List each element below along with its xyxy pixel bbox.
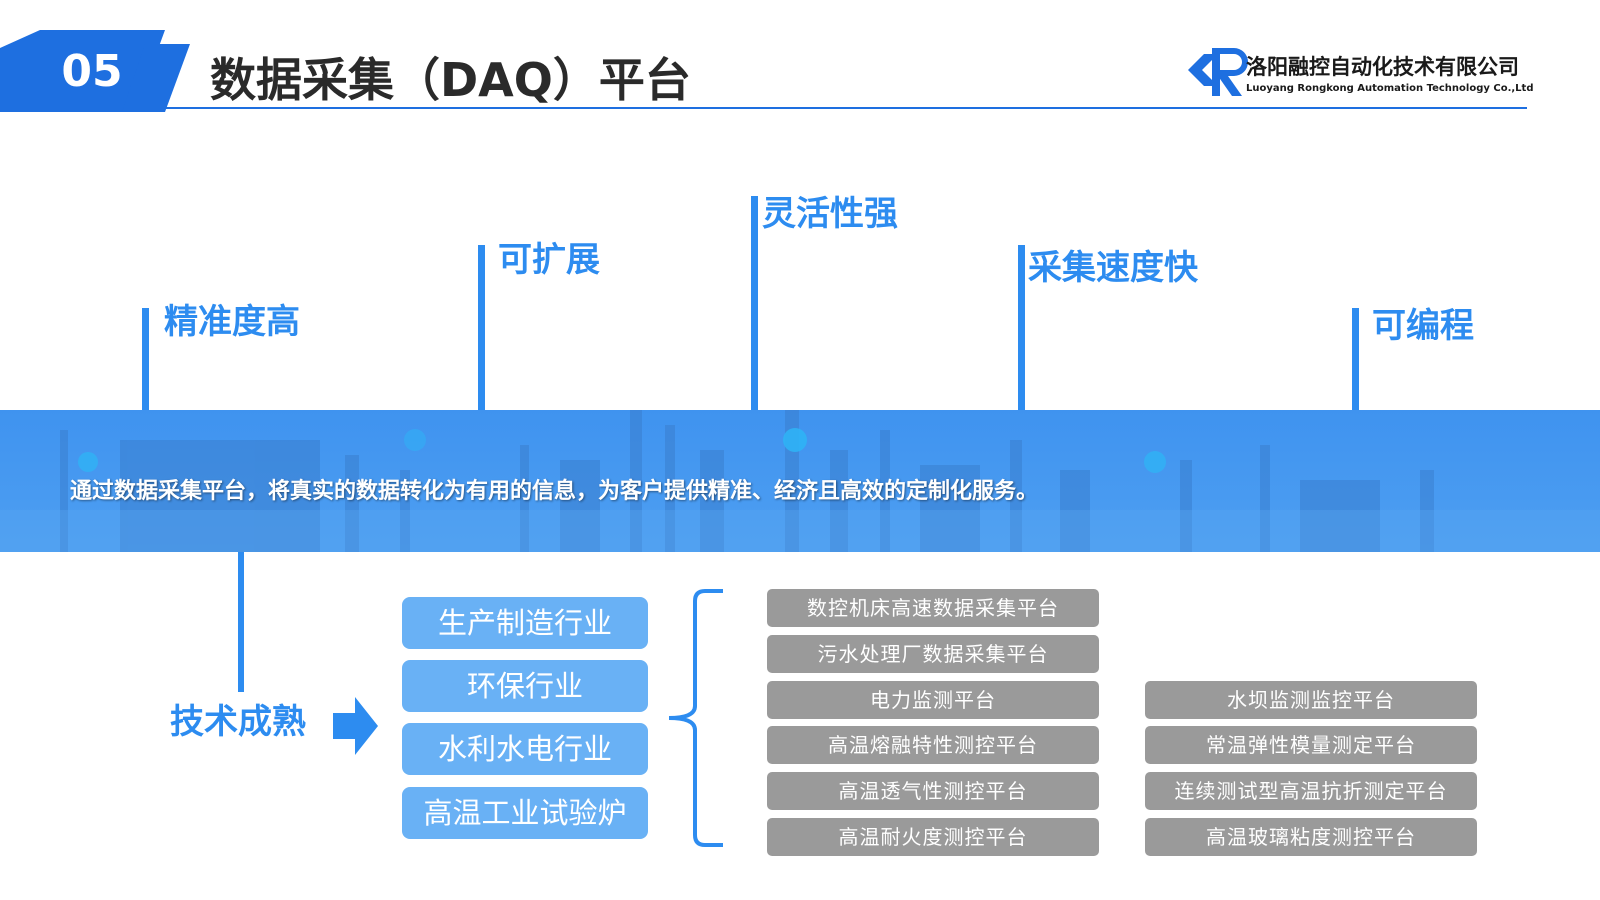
header-divider xyxy=(162,107,1527,109)
industry-manufacturing: 生产制造行业 xyxy=(402,597,648,649)
platform-glass-viscosity: 高温玻璃粘度测控平台 xyxy=(1145,818,1477,856)
company-logo-icon xyxy=(1188,48,1248,96)
platform-elastic-modulus: 常温弹性模量测定平台 xyxy=(1145,726,1477,764)
arrow-right-icon xyxy=(333,697,378,755)
feature-label-programmable: 可编程 xyxy=(1372,306,1474,346)
industry-environmental: 环保行业 xyxy=(402,660,648,712)
platform-power-monitoring: 电力监测平台 xyxy=(767,681,1099,719)
industry-high-temp-furnace: 高温工业试验炉 xyxy=(402,787,648,839)
section-number: 05 xyxy=(61,46,123,97)
feature-label-precision: 精准度高 xyxy=(164,302,300,342)
section-number-badge xyxy=(0,30,190,112)
platform-flexural-strength: 连续测试型高温抗折测定平台 xyxy=(1145,772,1477,810)
platform-melting-characteristics: 高温熔融特性测控平台 xyxy=(767,726,1099,764)
banner-description: 通过数据采集平台，将真实的数据转化为有用的信息，为客户提供精准、经济且高效的定制… xyxy=(70,479,1039,504)
industry-water-hydropower: 水利水电行业 xyxy=(402,723,648,775)
feature-marker-bar xyxy=(478,245,485,410)
maturity-label: 技术成熟 xyxy=(170,702,306,742)
feature-marker-bar xyxy=(142,308,149,410)
platform-cnc-daq: 数控机床高速数据采集平台 xyxy=(767,589,1099,627)
company-name-en: Luoyang Rongkong Automation Technology C… xyxy=(1246,83,1534,94)
company-name-cn: 洛阳融控自动化技术有限公司 xyxy=(1246,55,1519,79)
feature-marker-bar xyxy=(1352,308,1359,410)
feature-marker-bar xyxy=(1018,245,1025,410)
feature-label-fast-acquisition: 采集速度快 xyxy=(1028,248,1198,288)
feature-label-flexible: 灵活性强 xyxy=(762,194,898,234)
maturity-connector-line xyxy=(238,552,244,692)
feature-label-scalable: 可扩展 xyxy=(498,240,600,280)
page-title: 数据采集（DAQ）平台 xyxy=(210,53,691,107)
industrial-banner-image xyxy=(0,410,1600,552)
platform-sewage-daq: 污水处理厂数据采集平台 xyxy=(767,635,1099,673)
curly-brace-icon xyxy=(668,589,723,847)
feature-marker-bar xyxy=(751,196,758,410)
platform-refractoriness: 高温耐火度测控平台 xyxy=(767,818,1099,856)
platform-permeability: 高温透气性测控平台 xyxy=(767,772,1099,810)
platform-dam-monitoring: 水坝监测监控平台 xyxy=(1145,681,1477,719)
